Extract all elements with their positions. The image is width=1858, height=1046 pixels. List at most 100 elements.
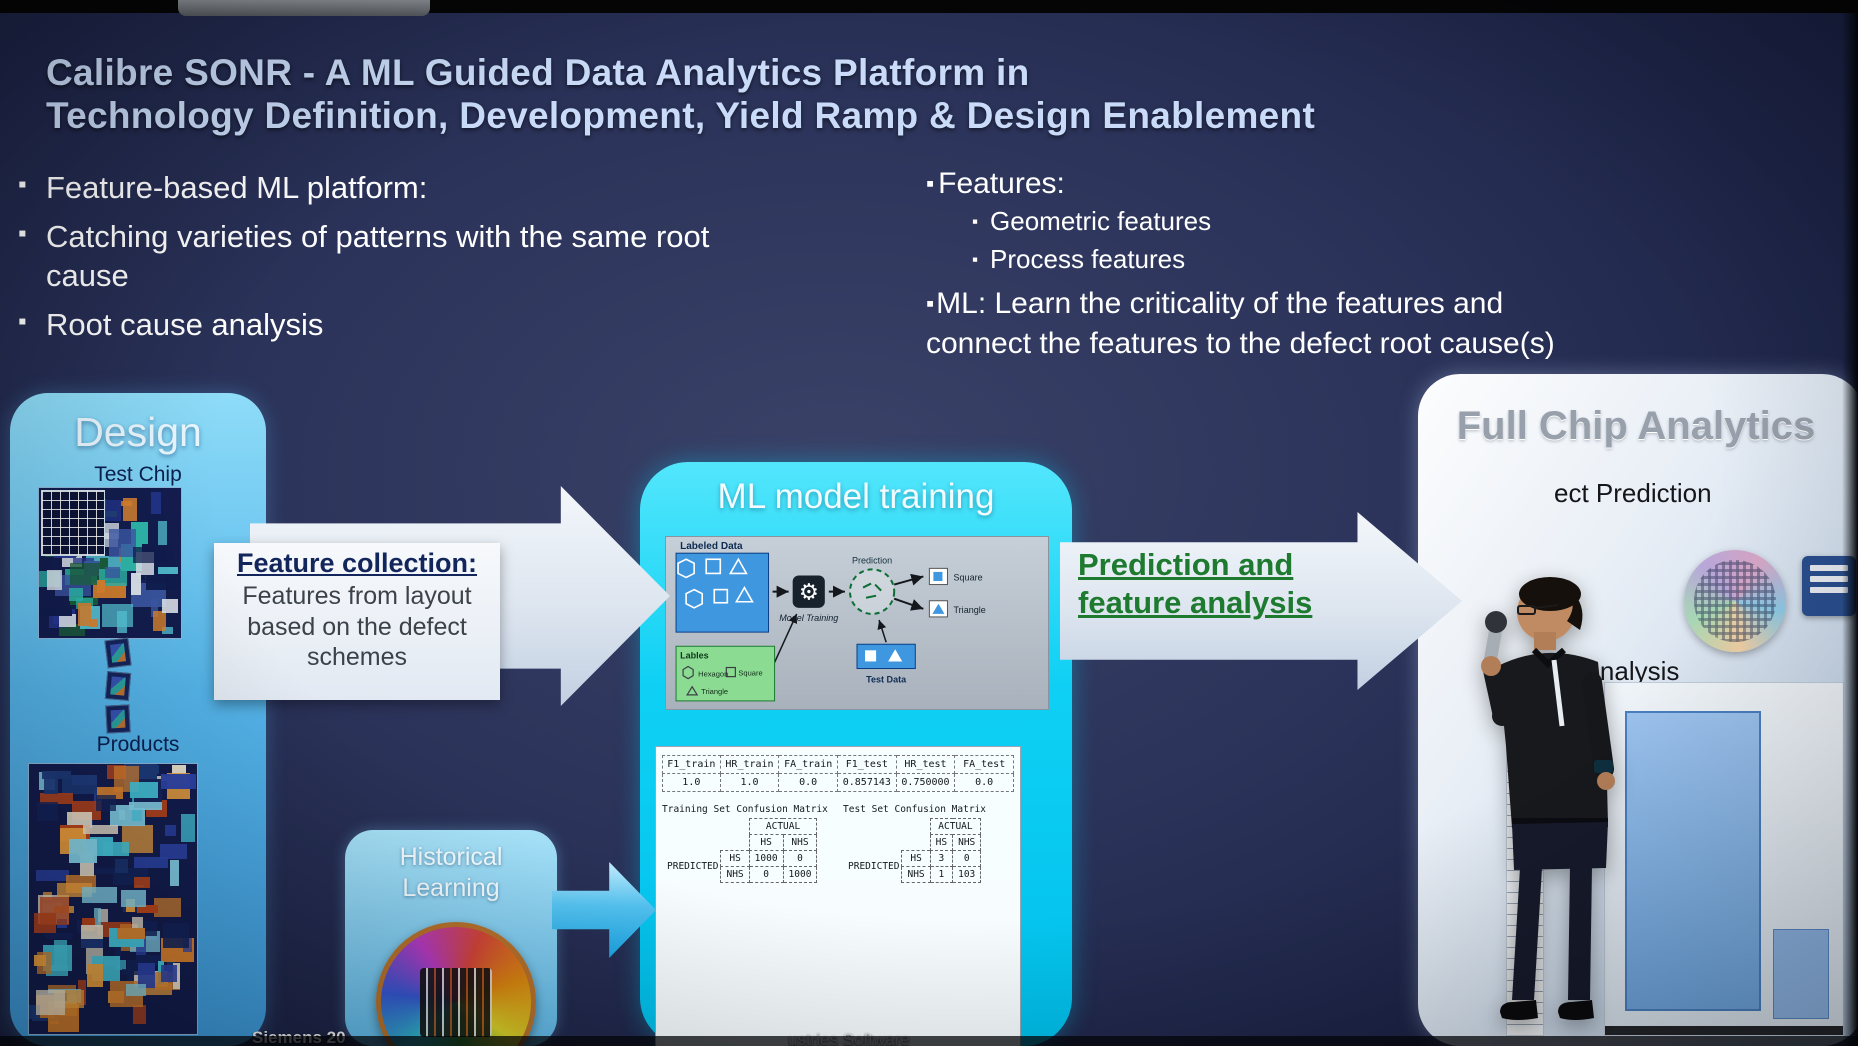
feature-collection-line3: schemes — [306, 643, 408, 671]
triangle-icon — [932, 603, 945, 614]
chip-mosaic-cell — [81, 925, 103, 940]
ml-box-title: ML model training — [717, 477, 995, 516]
presenter-shoe — [1500, 1000, 1538, 1020]
chip-mosaic-cell — [151, 599, 159, 618]
chip-mosaic-cell — [161, 627, 174, 634]
mini-chip-icon — [104, 671, 132, 701]
bullet-catching-varieties: Catching varieties of patterns with the … — [16, 217, 756, 296]
chip-mosaic-cell — [36, 869, 69, 881]
full-chip-analytics-title: Full Chip Analytics — [1456, 404, 1816, 448]
chip-mosaic-cell — [170, 859, 179, 887]
arrow-to-square — [893, 573, 924, 586]
square-output-label: Square — [954, 572, 983, 582]
chip-mosaic-cell — [41, 771, 71, 780]
chip-mosaic-cell — [102, 604, 134, 628]
chip-mosaic-cell — [138, 962, 155, 988]
photo-top-edge — [0, 0, 1858, 13]
chip-mosaic-cell — [120, 500, 132, 506]
presenter-lanyard — [1551, 659, 1565, 727]
prediction-marks-icon — [862, 582, 882, 599]
microphone-head — [1485, 611, 1507, 633]
chip-mosaic-cell — [153, 611, 167, 632]
chip-mosaic-cell — [108, 528, 137, 557]
model-training-label: Model Training — [779, 613, 838, 623]
metrics-header-row: F1_train HR_train FA_train F1_test HR_te… — [662, 755, 1014, 774]
chip-mosaic-cell — [151, 491, 162, 515]
design-box-title: Design — [74, 409, 202, 455]
mini-chip-icon — [105, 704, 131, 734]
chip-mosaic-cell — [146, 571, 180, 590]
legend-shapes-icon — [682, 665, 736, 696]
arrow-to-triangle — [893, 597, 924, 611]
model-training-gear-box — [792, 575, 825, 608]
historical-learning-box: Historical Learning — [345, 830, 557, 1046]
presenter-hair — [1519, 577, 1581, 611]
test-data-label: Test Data — [866, 675, 907, 685]
bullet-root-cause: Root cause analysis — [16, 305, 756, 345]
mini-chip-icon — [104, 637, 132, 669]
bullet-process-features: Process features — [972, 241, 1566, 279]
historical-learning-title: Historical Learning — [399, 843, 503, 902]
presenter-shirt — [1498, 652, 1608, 828]
chip-mosaic-cell — [136, 905, 159, 913]
chip-mosaic-cell — [159, 843, 187, 860]
presenter-glasses — [1517, 605, 1536, 615]
chip-mosaic-cell — [72, 558, 94, 565]
presenter-person — [1428, 566, 1698, 1036]
chip-mosaic-cell — [96, 580, 106, 593]
prediction-dashed-circle-icon — [848, 568, 896, 615]
right-bullet-list: Features: Geometric features Process fea… — [926, 164, 1566, 364]
test-confusion-title: Test Set Confusion Matrix — [843, 804, 986, 815]
labeled-shapes-icon — [677, 557, 754, 609]
bullet-feature-based: Feature-based ML platform: — [16, 168, 756, 208]
chip-mosaic-cell — [83, 824, 119, 834]
chip-mosaic-cell — [36, 801, 58, 822]
chip-mosaic-cell — [161, 773, 196, 790]
chip-mosaic-cell — [97, 908, 109, 923]
slide-title-line2: Technology Definition, Development, Yiel… — [46, 94, 1316, 136]
presenter-watch — [1594, 760, 1613, 773]
ml-metrics-table: F1_train HR_train FA_train F1_test HR_te… — [655, 746, 1021, 1046]
legend-triangle-label: Triangle — [701, 687, 728, 696]
labels-box — [675, 645, 776, 702]
chip-mosaic-cell — [29, 1004, 41, 1020]
metrics-values-row: 1.0 1.0 0.0 0.857143 0.750000 0.0 — [662, 774, 1014, 792]
ml-training-diagram: Labeled Data ⚙ Model Training Prediction — [665, 536, 1049, 710]
chip-mosaic-cell — [66, 812, 92, 829]
photo-right-edge — [1842, 0, 1858, 1046]
chip-mosaic-cell — [125, 983, 146, 997]
chip-mosaic-cell — [132, 547, 167, 563]
chip-mosaic-cell — [95, 867, 125, 874]
prediction-arrow-label: Prediction and feature analysis — [1078, 547, 1313, 620]
chip-mosaic-cell — [102, 841, 129, 857]
chip-mosaic-cell — [89, 618, 98, 627]
triangle-output-label: Triangle — [954, 605, 986, 615]
presenter-shoe — [1558, 1000, 1594, 1020]
labeled-data-box — [675, 552, 770, 633]
test-chip-label: Test Chip — [94, 463, 182, 486]
chip-mosaic-cell — [129, 781, 158, 798]
presenter-leg — [1512, 868, 1542, 1000]
feature-collection-line2: based on the defect — [247, 612, 467, 641]
presenter-hand — [1481, 656, 1501, 676]
chip-mosaic-cell — [70, 562, 100, 585]
chip-mosaic-cell — [161, 599, 179, 613]
chip-mosaic-cell — [46, 570, 63, 590]
chart-main-bar — [1625, 711, 1761, 1011]
chip-grid-pattern — [41, 490, 105, 556]
bullet-ml-criticality: ML: Learn the criticality of the feature… — [926, 284, 1566, 364]
chip-mosaic-cell — [163, 922, 190, 948]
prediction-wafer-image — [1684, 550, 1786, 652]
chip-mosaic-cell — [94, 908, 101, 928]
test-square-icon — [865, 650, 877, 662]
presenter-neck — [1534, 632, 1556, 650]
bullet-geometric-features: Geometric features — [972, 203, 1566, 241]
chip-mosaic-cell — [87, 964, 104, 988]
chart-axis-base — [1605, 1026, 1843, 1035]
chip-mosaic-cell — [161, 964, 177, 983]
ml-model-training-box: ML model training Labeled Data — [640, 462, 1072, 1046]
arrow-testdata-to-prediction — [877, 619, 887, 643]
chip-mosaic-cell — [116, 927, 145, 940]
